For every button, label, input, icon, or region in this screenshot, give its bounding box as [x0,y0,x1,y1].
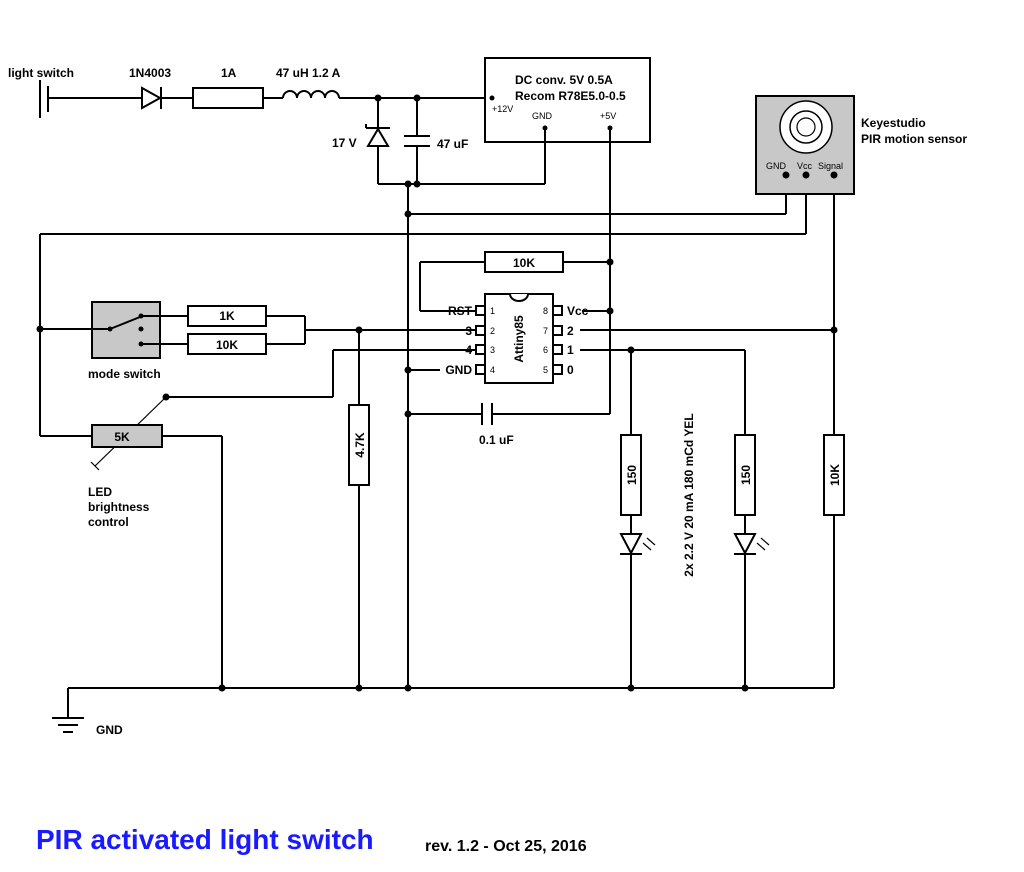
dc-pin-in: +12V [492,104,513,114]
pir-desc: PIR motion sensor [861,132,967,146]
pir-pin-vcc: Vcc [797,161,813,171]
pin-label-gnd: GND [445,363,472,377]
diagram-title: PIR activated light switch [36,824,374,855]
leds-label: 2x 2.2 V 20 mA 180 mCd YEL [682,413,696,576]
diode-1n4003 [141,86,193,110]
fuse [192,87,264,109]
r-led-2-label: 150 [739,465,753,485]
attiny85-chip [475,293,563,384]
capacitor-47uf [404,98,430,184]
dc-converter-title: DC conv. 5V 0.5A [515,73,613,87]
pin-label-vcc: Vcc [567,304,589,318]
led-2 [733,533,770,556]
mode-switch [91,301,161,359]
dc-converter [484,57,651,143]
pin-num-3: 3 [490,345,495,355]
mode-switch-label: mode switch [88,367,161,381]
r-signal-label: 10K [828,464,842,486]
diode-label: 1N4003 [129,66,171,80]
led-1 [619,533,656,556]
dc-pin-gnd: GND [532,111,553,121]
r-reset-label: 10K [513,256,535,270]
pin-num-1: 1 [490,306,495,316]
pot-label-line1: LED [88,485,112,499]
cap-decoupling-label: 0.1 uF [479,433,514,447]
r-mode-2-label: 10K [216,338,238,352]
pin-label-3: 3 [465,324,472,338]
pin-num-4: 4 [490,365,495,375]
r-pulldown-label: 4.7K [353,432,367,458]
pir-sensor [755,95,855,195]
cap-bulk-label: 47 uF [437,137,468,151]
pin-num-2: 2 [490,326,495,336]
inductor [282,90,340,99]
pin-label-0: 0 [567,363,574,377]
pin-label-4: 4 [465,343,472,357]
light-switch-label: light switch [8,66,74,80]
inductor-label: 47 uH 1.2 A [276,66,341,80]
pot-label-line3: control [88,515,129,529]
pot-label-line2: brightness [88,500,150,514]
pir-pin-signal: Signal [818,161,843,171]
pin-num-6: 6 [543,345,548,355]
pin-num-5: 5 [543,365,548,375]
zener-diode [365,98,390,184]
pin-label-2: 2 [567,324,574,338]
gnd-label: GND [96,723,123,737]
dc-pin-out: +5V [600,111,616,121]
pir-pin-gnd: GND [766,161,787,171]
pin-label-1: 1 [567,343,574,357]
dc-converter-model: Recom R78E5.0-0.5 [515,89,626,103]
r-mode-1-label: 1K [219,309,235,323]
light-switch-symbol [39,80,142,118]
fuse-label: 1A [221,66,237,80]
pin-num-7: 7 [543,326,548,336]
pir-name: Keyestudio [861,116,926,130]
pin-num-8: 8 [543,306,548,316]
ic-name: Attiny85 [512,315,526,363]
ground-symbol [52,688,84,733]
zener-label: 17 V [332,136,357,150]
revision-label: rev. 1.2 - Oct 25, 2016 [425,838,587,855]
pot-label: 5K [114,430,130,444]
r-led-1-label: 150 [625,465,639,485]
capacitor-0-1uf [408,403,610,425]
